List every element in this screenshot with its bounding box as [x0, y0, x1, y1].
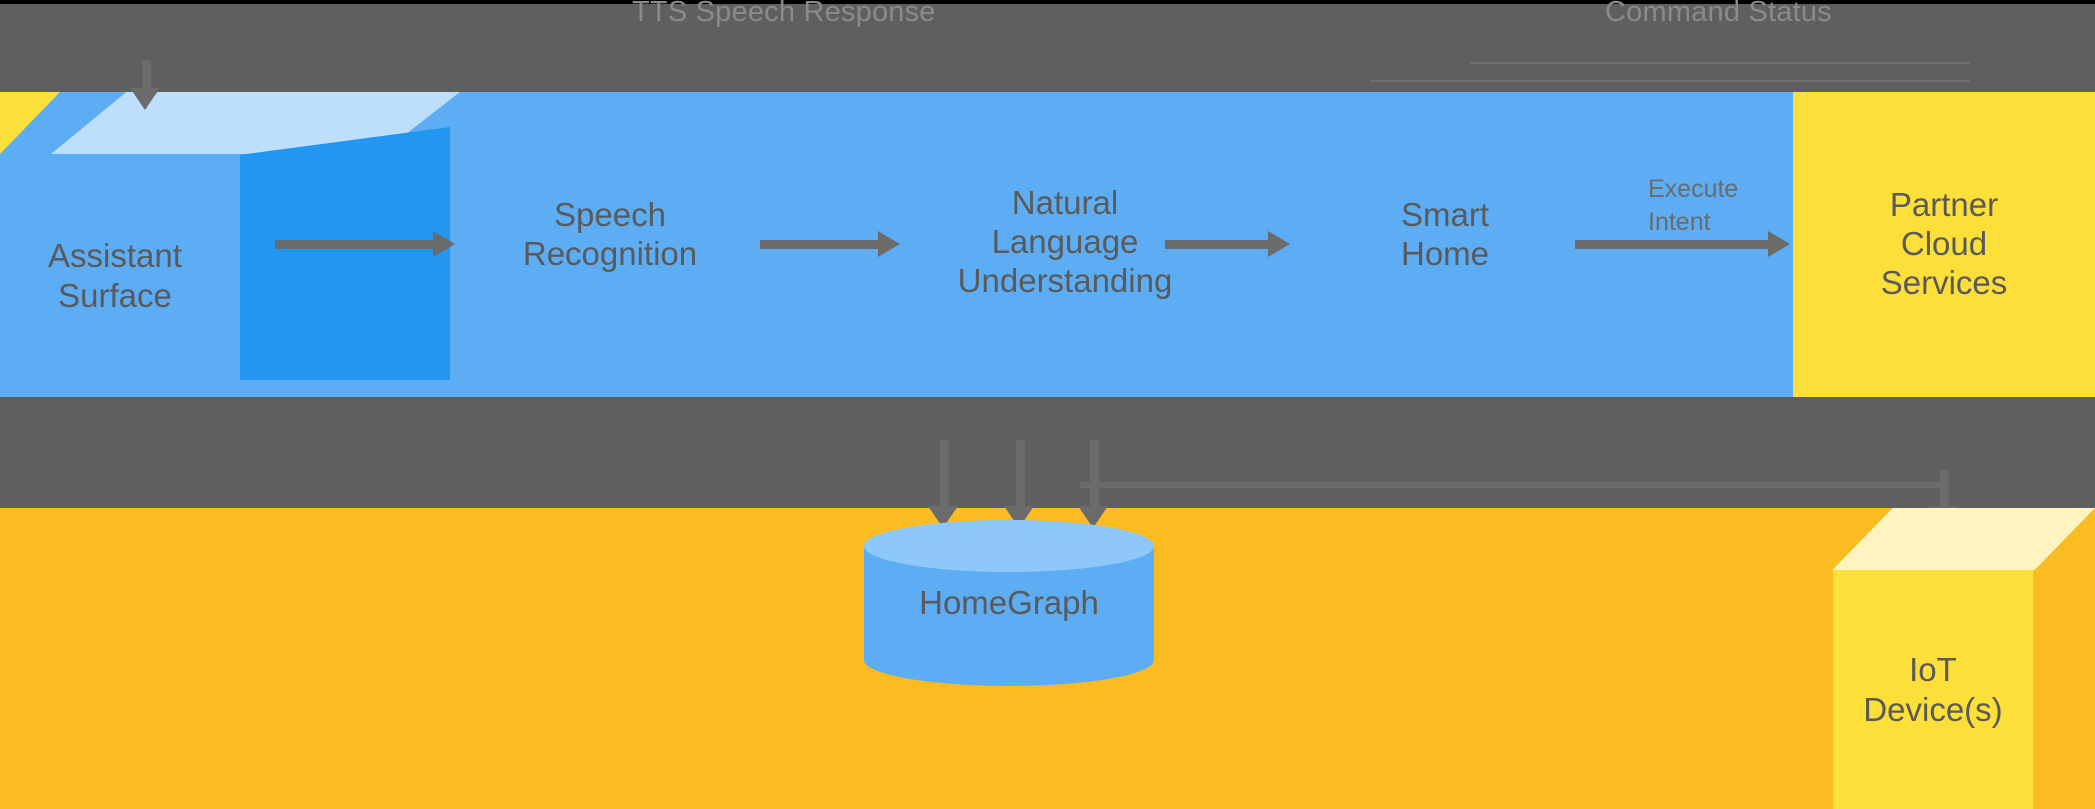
arrow-speech-to-nlu [760, 231, 900, 257]
homegraph-cylinder-top [864, 520, 1154, 572]
nlu-label-line3: Understanding [957, 261, 1173, 299]
node-iot-devices[interactable]: IoT Device(s) [1793, 508, 2095, 809]
node-smart-home[interactable]: Smart Home [1330, 180, 1560, 290]
arrow-into-homegraph-2 [1004, 440, 1034, 528]
arrow-assistant-to-speech [275, 231, 455, 257]
node-partner-cloud-services[interactable]: Partner Cloud Services [1793, 92, 2095, 397]
band-top-dark [0, 0, 2095, 92]
partner-cloud-label-line3: Services [1880, 263, 2008, 301]
node-home-graph[interactable]: HomeGraph [864, 520, 1154, 686]
arrow-nlu-to-smarthome [1165, 231, 1290, 257]
arrow-smarthome-to-partner-cloud [1575, 231, 1790, 257]
arrow-into-iot-devices [1928, 470, 1958, 528]
header-rule-upper [1470, 62, 1970, 64]
top-black-strip [0, 0, 2095, 4]
speech-recognition-label-line2: Recognition [522, 235, 698, 272]
node-natural-language-understanding[interactable]: Natural Language Understanding [900, 170, 1230, 315]
arrow-into-assistant-surface [130, 60, 160, 110]
homegraph-cylinder-bottom [864, 634, 1154, 686]
arrow-into-homegraph-3 [1078, 440, 1108, 528]
header-label-command-status: Command Status [1605, 0, 1832, 28]
node-assistant-surface[interactable]: Assistant Surface [0, 92, 460, 397]
band-mid-dark [0, 397, 2095, 508]
iot-devices-side-face [2033, 538, 2095, 809]
speech-recognition-label-line1: Speech [554, 196, 666, 234]
nlu-label-line2: Language [991, 223, 1139, 261]
assistant-surface-label-line1: Assistant [48, 236, 182, 274]
header-label-tts-response: TTS Speech Response [632, 0, 936, 28]
header-rule-lower [1370, 80, 1970, 82]
node-speech-recognition[interactable]: Speech Recognition [455, 180, 765, 290]
smart-home-label-line1: Smart [1400, 196, 1489, 234]
assistant-surface-side-face [240, 127, 450, 380]
partner-cloud-label-line1: Partner [1889, 186, 1999, 224]
assistant-surface-front-face: Assistant Surface [0, 154, 240, 397]
iot-devices-front-face: IoT Device(s) [1833, 570, 2033, 809]
iot-devices-label-line2: Device(s) [1863, 690, 2003, 728]
iot-devices-top-face [1832, 508, 2095, 570]
smart-home-label-line2: Home [1400, 235, 1490, 272]
edge-label-intent: Intent [1648, 208, 1711, 236]
edge-label-execute: Execute [1648, 175, 1739, 203]
connector-homegraph-to-iot [1080, 482, 1940, 488]
homegraph-label: HomeGraph [919, 584, 1099, 621]
iot-devices-label-line1: IoT [1909, 650, 1957, 688]
partner-cloud-label-line2: Cloud [1900, 225, 1988, 263]
assistant-surface-label-line2: Surface [58, 276, 172, 314]
arrow-into-homegraph-1 [928, 440, 958, 528]
nlu-label-line1: Natural [1011, 184, 1119, 222]
